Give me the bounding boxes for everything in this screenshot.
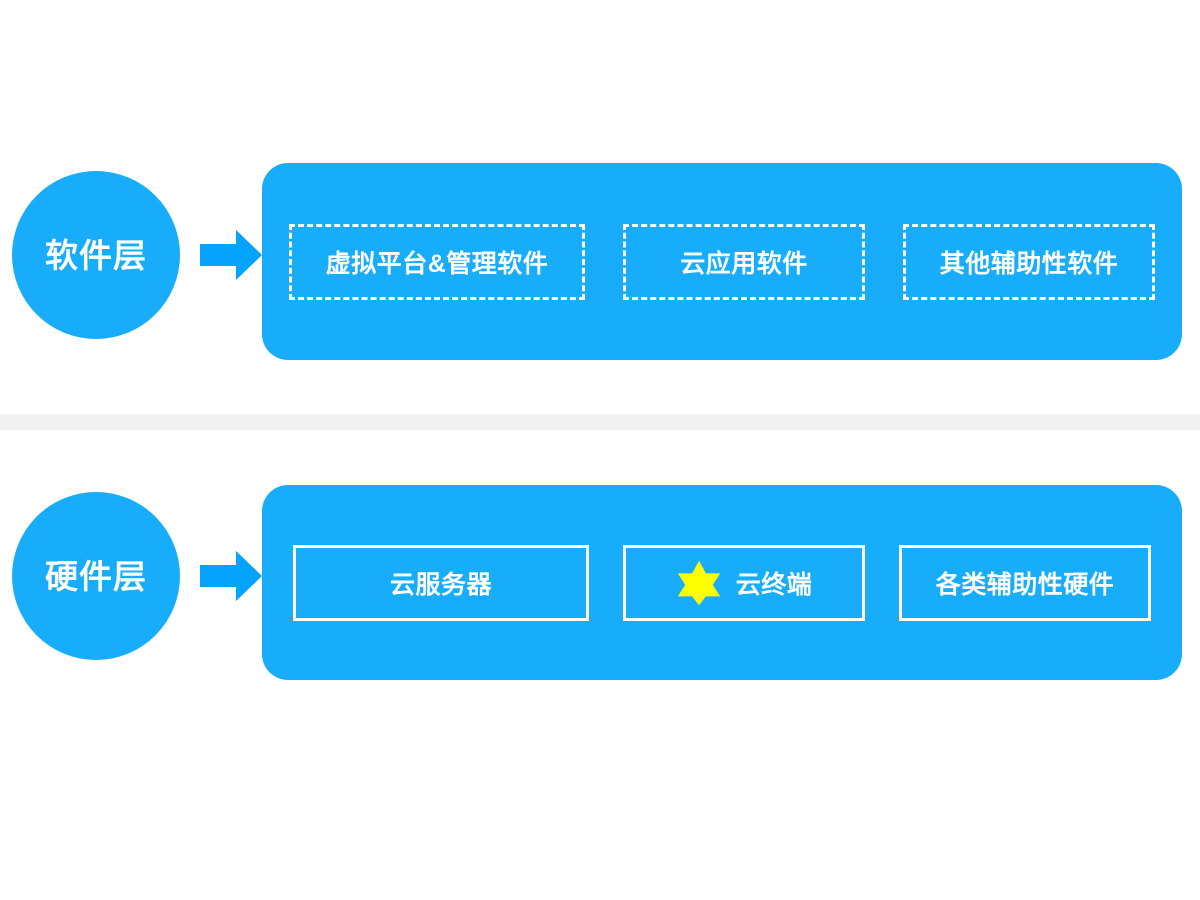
panel-hardware-layer: 云服务器 云终端 各类辅助性硬件 [262,485,1182,680]
item-box-other-auxiliary-software[interactable]: 其他辅助性软件 [903,223,1155,300]
right-arrow-icon-hardware [200,548,262,604]
item-box-label: 其他辅助性软件 [939,249,1119,278]
item-box-label: 虚拟平台&管理软件 [325,249,549,278]
item-box-label: 云服务器 [389,570,492,599]
item-box-cloud-server[interactable]: 云服务器 [293,544,589,621]
right-arrow-icon-software [200,227,262,283]
item-box-label: 云应用软件 [680,249,808,278]
panel-software-layer: 虚拟平台&管理软件 云应用软件 其他辅助性软件 [262,163,1182,360]
item-box-various-auxiliary-hardware[interactable]: 各类辅助性硬件 [899,544,1151,621]
item-box-cloud-terminal[interactable]: 云终端 [623,544,865,621]
layer-circle-hardware[interactable]: 硬件层 [12,492,180,660]
section-divider [0,414,1200,430]
layer-circle-label-hardware: 硬件层 [45,557,147,595]
layer-circle-label-software: 软件层 [45,236,147,274]
six-pointed-star-icon [677,560,720,605]
item-box-label: 云终端 [735,570,813,599]
item-box-label: 各类辅助性硬件 [935,570,1115,599]
item-box-virtual-platform-management-software[interactable]: 虚拟平台&管理软件 [289,223,585,300]
item-box-cloud-application-software[interactable]: 云应用软件 [623,223,865,300]
layer-circle-software[interactable]: 软件层 [12,171,180,339]
